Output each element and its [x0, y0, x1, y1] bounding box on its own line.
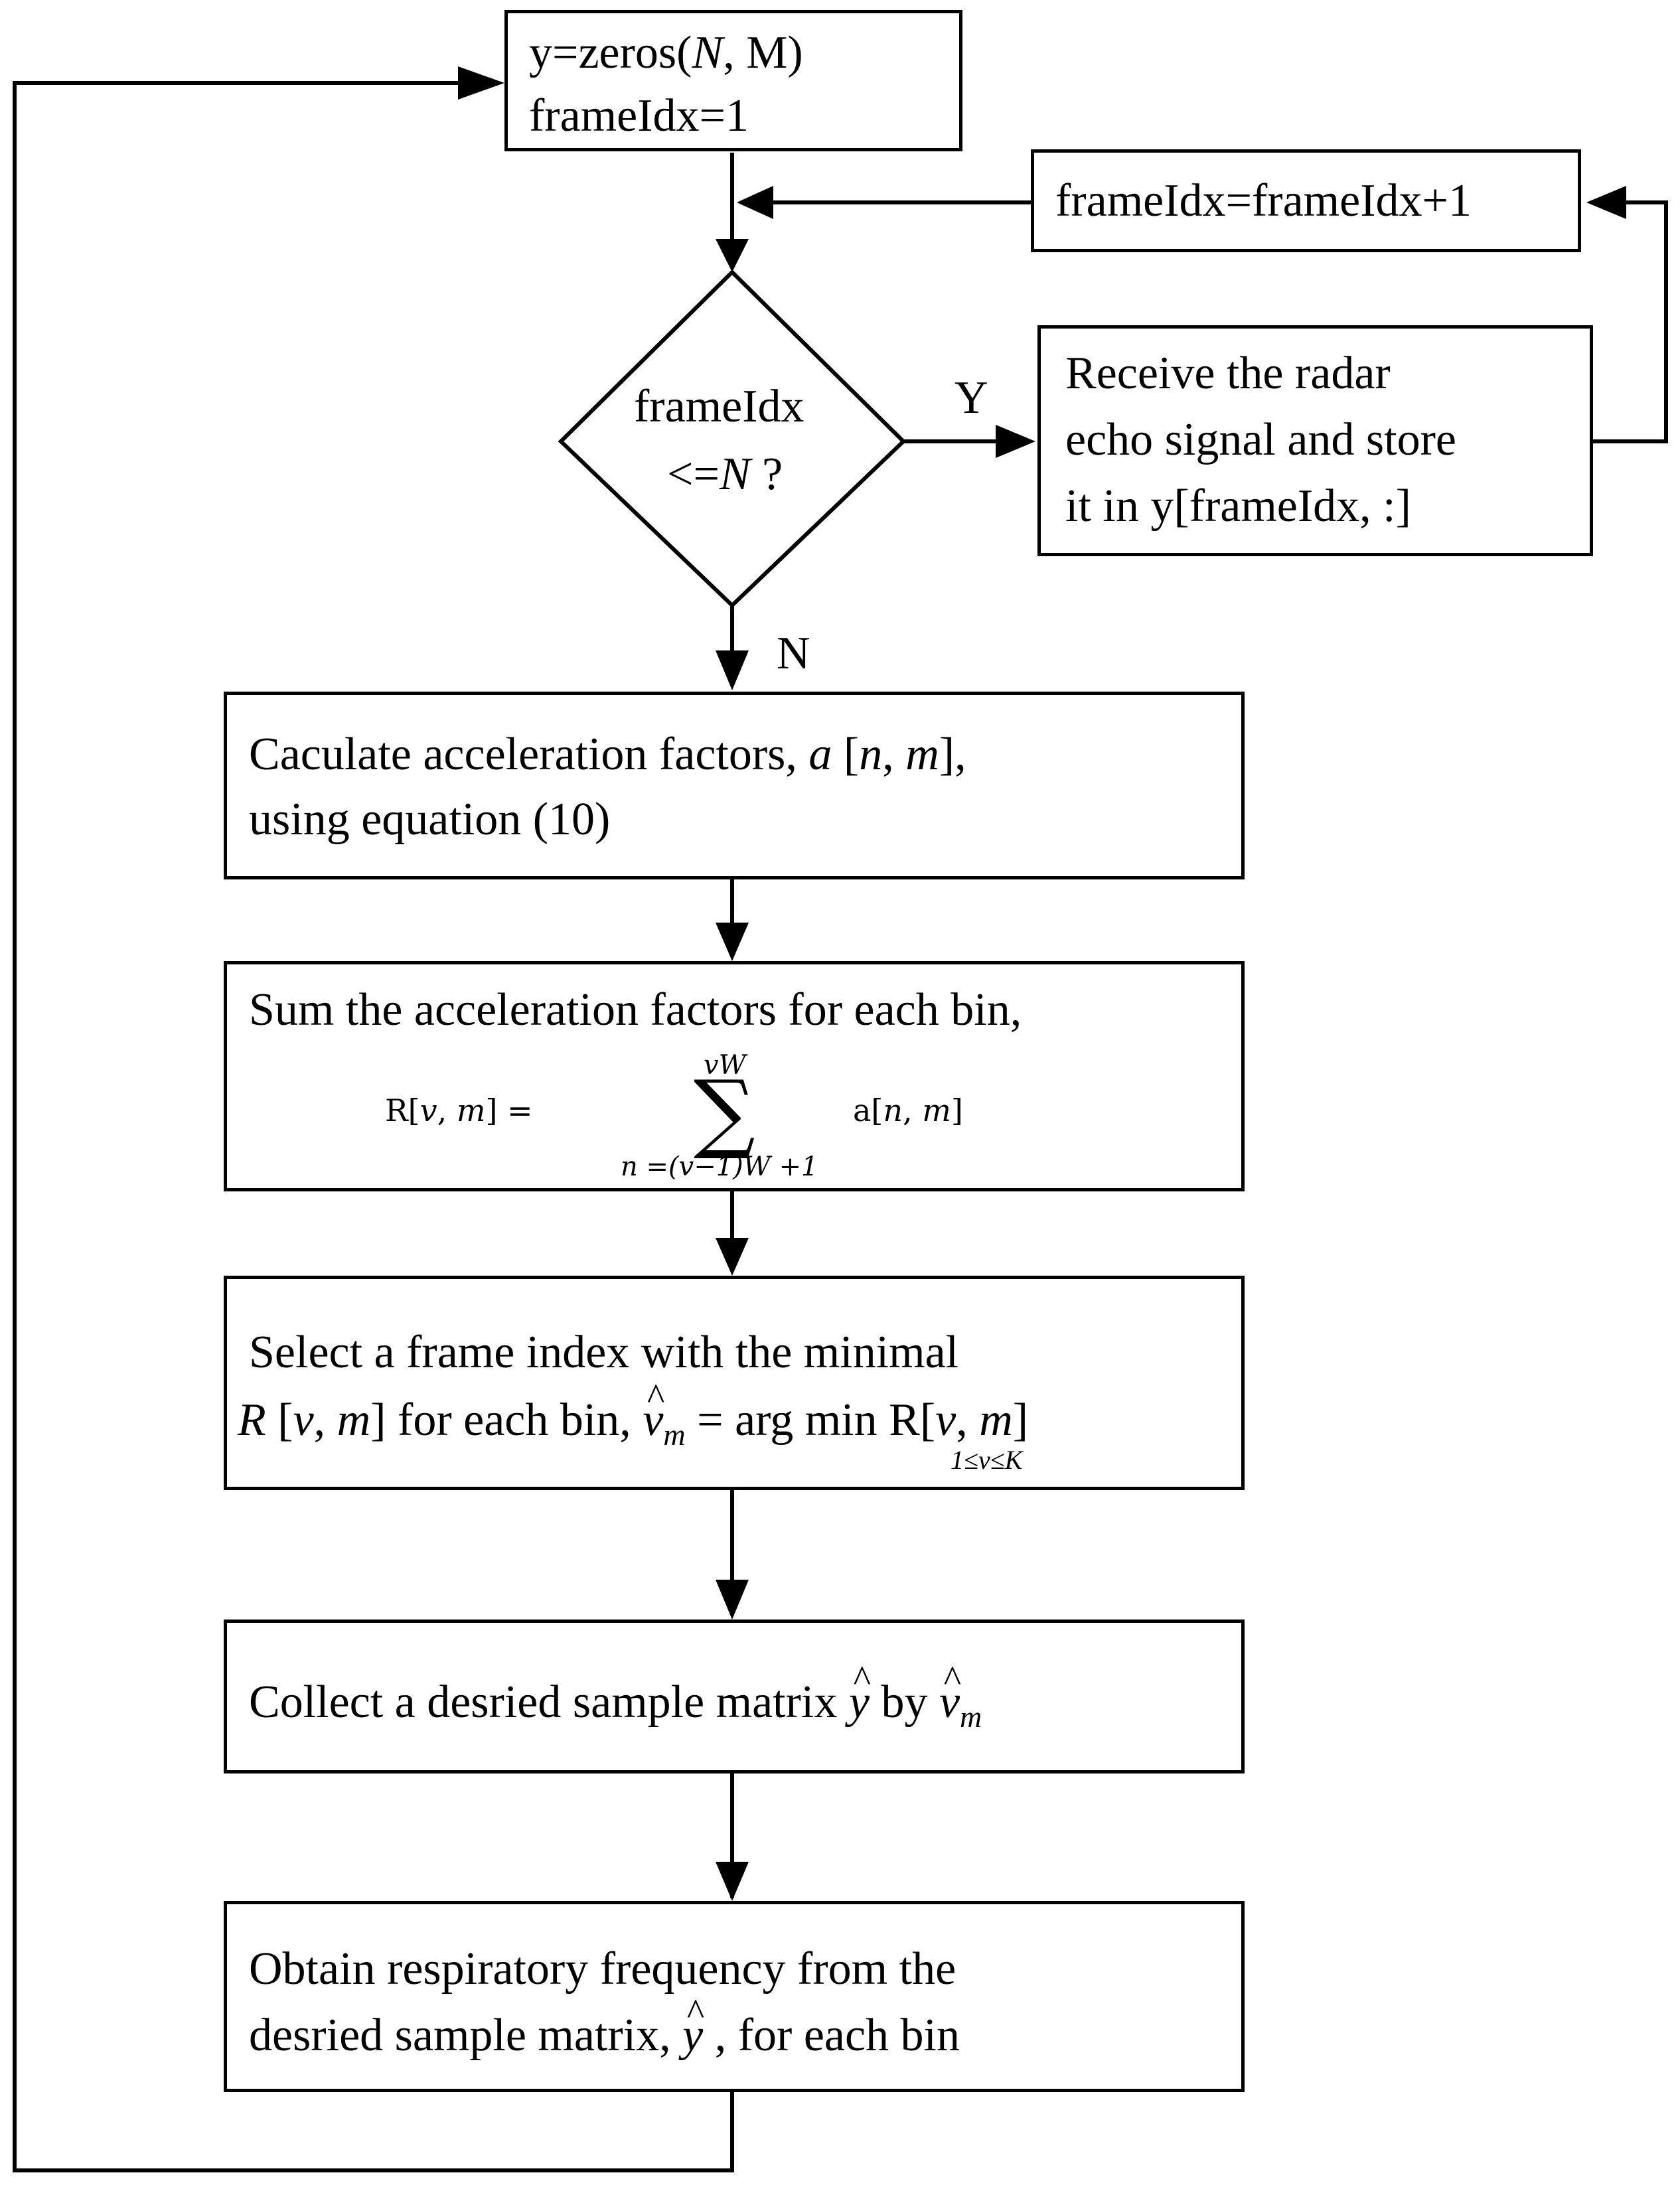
yes-label: Y: [955, 372, 988, 423]
sum-rhs-n: n: [883, 1093, 903, 1128]
collect-prefix: Collect a desried sample matrix: [249, 1677, 849, 1728]
arrowhead-calc-sum: [716, 923, 749, 961]
sum-rhs: a[n, m]: [853, 1095, 963, 1126]
select-equals: = arg: [685, 1395, 805, 1446]
select-text: ] for each bin,: [370, 1395, 643, 1446]
sum-lhs-m: m: [456, 1093, 486, 1128]
collect-box: [224, 1620, 1245, 1773]
select-line2: R [v, m] for each bin, vm = arg min R[v,…: [238, 1379, 1029, 1452]
select-R: R: [238, 1395, 266, 1446]
select-comma: ,: [313, 1395, 337, 1446]
init-line1-N: N: [692, 27, 724, 78]
sum-rhs-m: m: [922, 1093, 951, 1128]
select-rhs-comma: ,: [956, 1395, 980, 1446]
sum-lower-limit: n =(v−1)W +1: [621, 1152, 818, 1182]
calc-box: [224, 692, 1245, 879]
calc-line1-prefix: Caculate acceleration factors,: [249, 729, 809, 780]
sum-lhs-R: R[: [385, 1093, 420, 1128]
sum-rhs-a: a[: [853, 1093, 883, 1128]
receive-line3: it in y[frameIdx, :]: [1065, 481, 1411, 532]
receive-line2: echo signal and store: [1065, 414, 1456, 465]
collect-line: Collect a desried sample matrix y by vm: [249, 1661, 982, 1734]
arrowhead-no-calc: [716, 650, 749, 690]
select-bracket: [: [266, 1395, 293, 1446]
calc-n: n: [859, 729, 883, 780]
decision-line2-prefix: <=: [667, 449, 720, 500]
sum-lhs-close: ] =: [485, 1093, 533, 1128]
sum-rhs-close: ]: [951, 1093, 963, 1128]
arrowhead-select-collect: [716, 1580, 749, 1620]
select-rhs: R[: [877, 1395, 936, 1446]
init-line1: y=zeros(N, M): [529, 30, 803, 76]
loop-receive-to-increment: [1593, 200, 1668, 443]
init-line1-suffix: , M): [723, 27, 803, 78]
calc-line2: using equation (10): [249, 794, 611, 845]
select-sub-m: m: [663, 1418, 686, 1452]
receive-line1: Receive the radar: [1065, 348, 1391, 399]
sum-upper-limit: vW: [704, 1050, 746, 1081]
obtain-line1: Obtain respiratory frequency from the: [249, 1943, 956, 1995]
select-min-subscript: 1≤v≤K: [951, 1445, 1023, 1475]
calc-comma: ,: [882, 729, 906, 780]
sum-lhs-v: v: [420, 1093, 437, 1128]
init-line2: frameIdx=1: [529, 90, 749, 141]
loop-obtain-to-init: [13, 81, 734, 2172]
arrowhead-sum-select: [716, 1238, 749, 1276]
no-label: N: [777, 628, 810, 679]
sum-sigma: ∑: [694, 1061, 755, 1162]
decision-line2: <=N ?: [667, 451, 783, 498]
select-min: min: [804, 1395, 878, 1446]
select-m: m: [337, 1395, 371, 1446]
arrowhead-init-decision: [716, 239, 749, 272]
calc-a: a: [808, 729, 832, 780]
arrowhead-loop-init: [458, 66, 504, 100]
select-rhs-close: ]: [1012, 1395, 1029, 1446]
obtain-line2: desried sample matrix, y , for each bin: [249, 1994, 960, 2061]
select-vhat: v: [643, 1379, 664, 1444]
arrowhead-collect-obtain: [716, 1862, 749, 1901]
obtain-line2-prefix: desried sample matrix,: [249, 2010, 683, 2061]
arrowhead-yes-receive: [996, 425, 1035, 458]
select-v: v: [293, 1395, 314, 1446]
calc-bracket-close: ],: [939, 729, 966, 780]
select-box: [224, 1276, 1245, 1490]
collect-yhat: y: [849, 1661, 871, 1726]
select-rhs-m: m: [979, 1395, 1013, 1446]
init-box: [504, 10, 962, 151]
arrowhead-increment-main: [737, 186, 773, 219]
decision-line2-N: N: [719, 449, 751, 500]
sum-lhs-comma: ,: [437, 1093, 457, 1128]
select-line1: Select a frame index with the minimal: [249, 1327, 959, 1378]
obtain-yhat: y: [682, 1994, 704, 2059]
decision-line2-suffix: ?: [750, 449, 783, 500]
receive-box: [1037, 325, 1593, 556]
arrowhead-loop-increment: [1586, 186, 1626, 219]
increment-text: frameIdx=frameIdx+1: [1055, 175, 1472, 226]
sum-box: [224, 961, 1245, 1191]
collect-vhat: v: [939, 1661, 961, 1726]
select-rhs-v: v: [935, 1395, 956, 1446]
sum-lhs: R[v, m] =: [385, 1095, 533, 1126]
collect-by: by: [869, 1677, 939, 1728]
sum-rhs-comma: ,: [903, 1093, 923, 1128]
obtain-line2-suffix: , for each bin: [703, 2010, 960, 2061]
calc-m: m: [905, 729, 939, 780]
init-line1-prefix: y=zeros(: [529, 27, 692, 78]
decision-diamond: [558, 269, 907, 609]
obtain-box: [224, 1901, 1245, 2092]
increment-box: [1031, 149, 1581, 252]
decision-line1: frameIdx: [634, 381, 804, 432]
calc-line1: Caculate acceleration factors, a [n, m],: [249, 731, 966, 778]
calc-bracket-open: [: [832, 729, 860, 780]
sum-line1: Sum the acceleration factors for each bi…: [249, 984, 1022, 1035]
collect-sub-m: m: [960, 1700, 982, 1734]
